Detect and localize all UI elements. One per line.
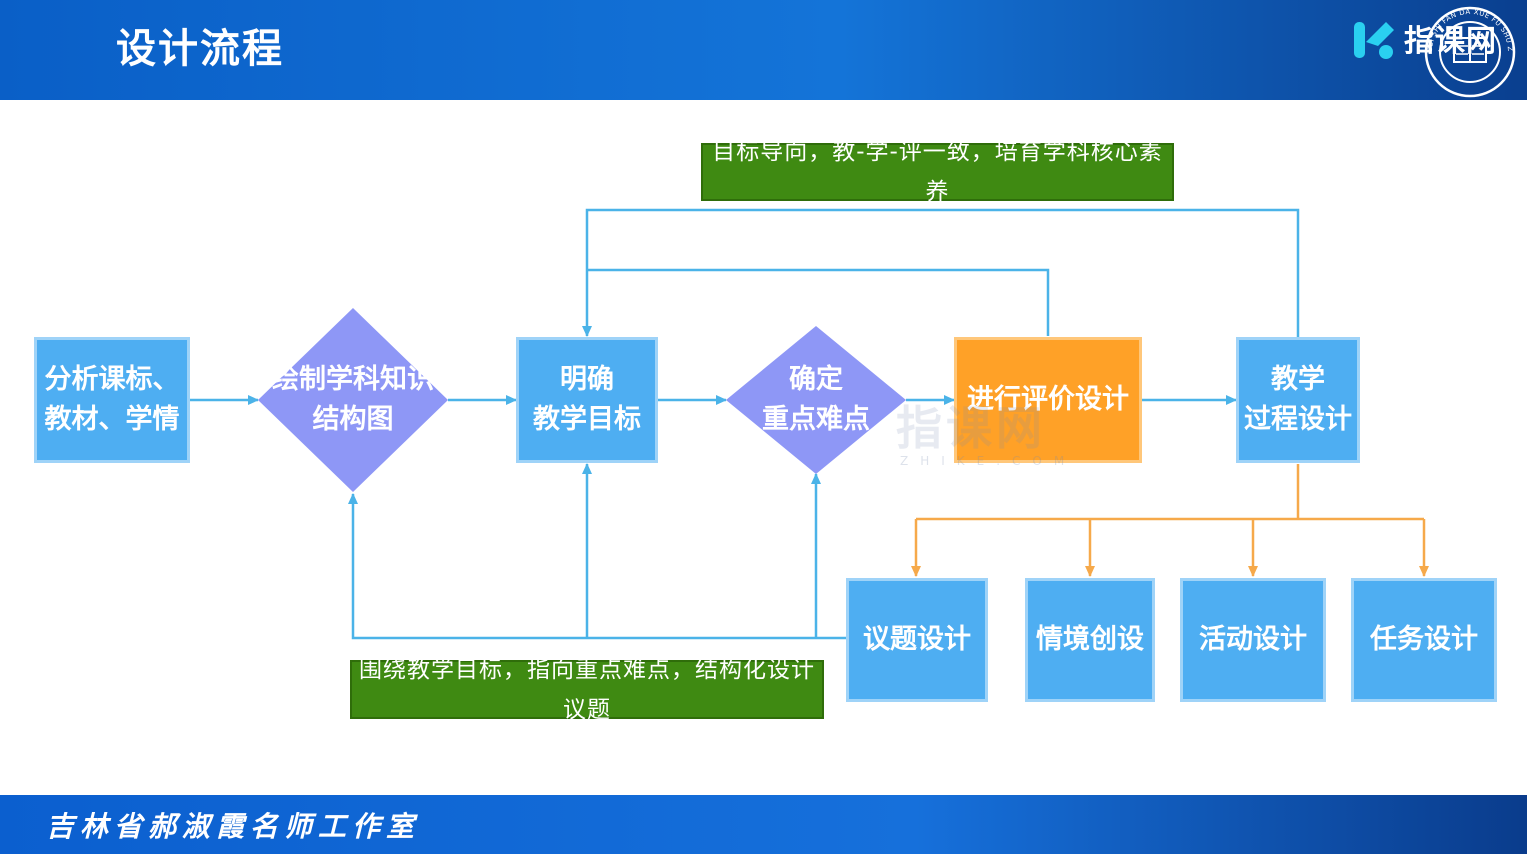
node-knowledge-map: 绘制学科知识 结构图 (272, 364, 434, 435)
node-key-points: 确定 重点难点 (762, 364, 870, 435)
banner-bottom: 围绕教学目标，指向重点难点，结构化设计议题 (350, 657, 824, 723)
school-seal-icon: BEI SHI FAN DA XUE FU SHU ZHONG XUE (1420, 2, 1516, 98)
feedback-eval-to-goals (587, 268, 1050, 336)
node-process: 教学 过程设计 (1236, 337, 1360, 463)
banner-top: 目标导向，教-学-评一致，培育学科核心素养 (701, 139, 1174, 205)
feedback-topic-to-map (348, 493, 846, 640)
node-scenario: 情境创设 (1025, 578, 1155, 702)
node-topic: 议题设计 (846, 578, 988, 702)
node-goals: 明确 教学目标 (516, 337, 658, 463)
page-title: 设计流程 (116, 26, 284, 72)
node-activity: 活动设计 (1180, 578, 1326, 702)
header-bar: 设计流程 指课网 BEI SHI FAN DA XUE FU SHU ZHONG… (0, 0, 1527, 100)
footer-bar: 吉林省郝淑霞名师工作室 (0, 795, 1527, 854)
zhike-logo-icon (1354, 22, 1394, 59)
watermark-sub: ZHIKE.COM (900, 454, 1077, 468)
footer-studio-name: 吉林省郝淑霞名师工作室 (46, 810, 421, 843)
watermark-text: 指课网 (896, 401, 1046, 455)
node-task: 任务设计 (1351, 578, 1497, 702)
feedback-process-to-goals (582, 208, 1300, 338)
node-analyze: 分析课标、 教材、学情 (34, 337, 190, 463)
node-evaluation: 进行评价设计 (954, 337, 1142, 463)
